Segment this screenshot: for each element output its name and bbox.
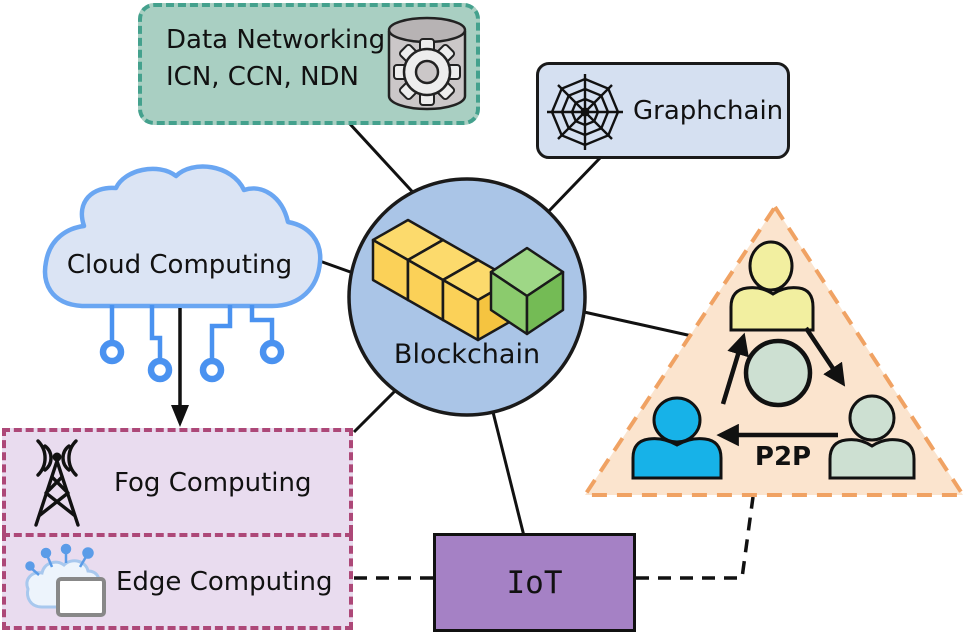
database-gear-icon: [387, 16, 467, 111]
connector-iot-p2p-dashed: [636, 496, 755, 580]
node-data-networking: Data Networking ICN, CCN, NDN: [138, 3, 480, 125]
node-iot: IoT: [433, 533, 636, 632]
connector-blockchain-fog: [352, 386, 400, 434]
blockchain-cubes-icon: [371, 218, 565, 342]
cloud-circuit-lines: [99, 305, 285, 383]
radio-tower-icon: [34, 438, 80, 527]
p2p-cycle-arrows: [716, 326, 846, 447]
edge-computing-label: Edge Computing: [116, 566, 333, 597]
connector-blockchain-p2p: [565, 306, 693, 338]
connector-graphchain-blockchain: [546, 156, 602, 214]
p2p-label: P2P: [754, 442, 812, 472]
graphchain-label: Graphchain: [633, 95, 784, 126]
iot-label: IoT: [506, 564, 563, 601]
data-networking-label: Data Networking ICN, CCN, NDN: [166, 25, 386, 92]
peer-blue-icon: [631, 396, 723, 480]
peer-yellow-icon: [729, 240, 815, 332]
blockchain-label: Blockchain: [393, 339, 541, 370]
connector-datanet-blockchain: [348, 122, 422, 202]
node-edge-computing: Edge Computing: [2, 533, 353, 630]
arrow-cloud-fog: [171, 308, 189, 427]
fog-computing-label: Fog Computing: [114, 467, 312, 498]
node-graphchain: Graphchain: [536, 62, 790, 159]
peer-center-circle: [743, 338, 813, 408]
cloud-computing-label: Cloud Computing: [66, 250, 293, 280]
spiderweb-icon: [547, 73, 623, 150]
node-fog-computing: Fog Computing: [2, 428, 353, 533]
cloud-shape: [42, 164, 323, 309]
edge-device-icon: [25, 543, 106, 617]
connector-blockchain-iot: [490, 407, 526, 537]
peer-green-icon: [828, 394, 916, 480]
